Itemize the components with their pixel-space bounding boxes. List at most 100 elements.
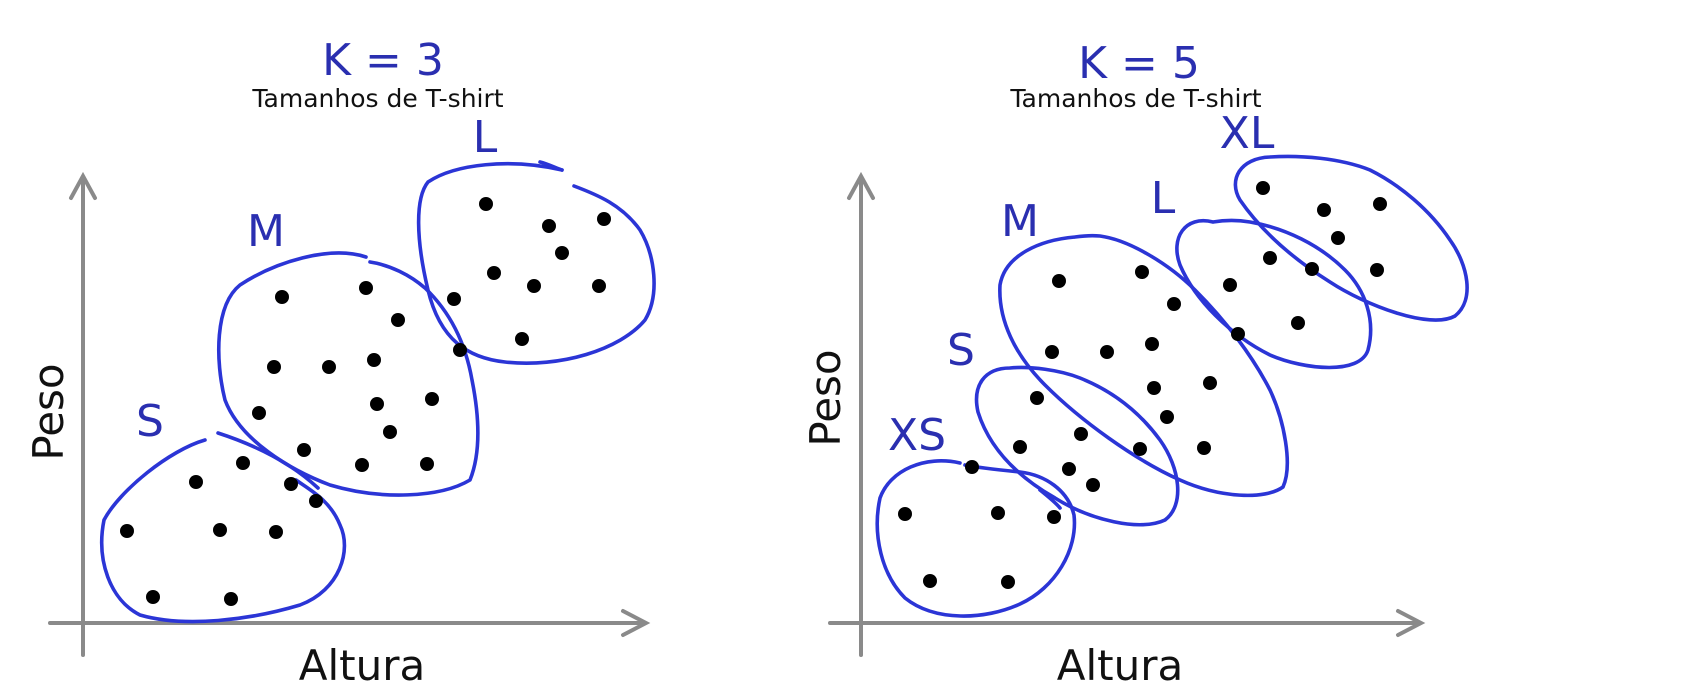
k5-point-m [1045, 345, 1059, 359]
k5-point-m [1167, 297, 1181, 311]
k3-point-m [391, 313, 405, 327]
k3-point-s [309, 494, 323, 508]
k3-point-m [370, 397, 384, 411]
k3-point-m [355, 458, 369, 472]
k5-point-m [1052, 274, 1066, 288]
k5-title: K = 5 [1078, 38, 1200, 89]
k5-cluster-outline-xl [1233, 154, 1469, 322]
k3-point-l [515, 332, 529, 346]
k5-point-xs [1047, 510, 1061, 524]
k3-title: K = 3 [322, 35, 444, 86]
k5-point-xs [923, 574, 937, 588]
k5-point-xs [1001, 575, 1015, 589]
k5-point-s [1030, 391, 1044, 405]
k5-point-xl [1370, 263, 1384, 277]
k5-point-l [1291, 316, 1305, 330]
k5-cluster-outline-s-tail [1038, 488, 1062, 510]
k3-point-l [555, 246, 569, 260]
k5-cluster-outline-s [974, 365, 1180, 527]
k5-point-l [1223, 278, 1237, 292]
k5-diagram-svg: K = 5 Tamanhos de T-shirt Altura Peso XS… [801, 38, 1469, 690]
k5-point-m [1100, 345, 1114, 359]
k3-point-m [359, 281, 373, 295]
k3-cluster-outline-m [216, 251, 480, 497]
k3-y-axis-arrow [69, 171, 97, 200]
k5-point-xs [991, 506, 1005, 520]
k5-cluster-outline-m [998, 233, 1290, 498]
k3-point-m [425, 392, 439, 406]
k3-point-s [120, 524, 134, 538]
k3-point-s [224, 592, 238, 606]
k5-point-s [1013, 440, 1027, 454]
k3-point-l [542, 219, 556, 233]
k3-cluster-label-s: S [136, 396, 164, 447]
k3-point-s [146, 590, 160, 604]
k5-cluster-outline-xs [875, 459, 1077, 618]
k3-point-m [275, 290, 289, 304]
k5-cluster-label-m: M [1001, 196, 1039, 247]
k3-point-m [252, 406, 266, 420]
k5-points [898, 181, 1387, 589]
k3-cluster-label-l: L [473, 112, 498, 163]
k5-cluster-label-xl: XL [1220, 108, 1275, 159]
k3-axes [48, 171, 651, 657]
k5-cluster-label-xs: XS [888, 410, 946, 461]
k5-point-s [1086, 478, 1100, 492]
k5-point-m [1160, 410, 1174, 424]
k3-point-s [213, 523, 227, 537]
k5-point-xl [1256, 181, 1270, 195]
k5-diagram: K = 5 Tamanhos de T-shirt Altura Peso XS… [770, 0, 1614, 694]
k5-point-s [1074, 427, 1088, 441]
k5-point-xl [1373, 197, 1387, 211]
k5-point-m [1145, 337, 1159, 351]
k3-point-s [236, 456, 250, 470]
k3-point-l [527, 279, 541, 293]
k5-point-xs [965, 460, 979, 474]
k3-point-l [487, 266, 501, 280]
k5-point-l [1263, 251, 1277, 265]
k5-point-s [1133, 442, 1147, 456]
k5-cluster-outline-l [1175, 218, 1373, 370]
k5-cluster-label-s: S [947, 325, 975, 376]
k3-cluster-label-m: M [247, 206, 285, 257]
k5-point-m [1231, 327, 1245, 341]
k3-point-s [269, 525, 283, 539]
k3-x-axis-label: Altura [299, 641, 426, 690]
k3-point-l [453, 343, 467, 357]
k5-subtitle: Tamanhos de T-shirt [1009, 84, 1261, 113]
k5-x-axis-label: Altura [1057, 641, 1184, 690]
k5-x-axis-arrow [1396, 609, 1426, 637]
k5-point-m [1203, 376, 1217, 390]
k5-point-xl [1331, 231, 1345, 245]
k3-cluster-outline-l [416, 161, 656, 365]
k3-point-m [267, 360, 281, 374]
k3-point-l [479, 197, 493, 211]
k3-point-m [367, 353, 381, 367]
k3-point-s [189, 475, 203, 489]
k5-point-s [1062, 462, 1076, 476]
k3-point-m [297, 443, 311, 457]
k5-point-m [1135, 265, 1149, 279]
k3-point-l [447, 292, 461, 306]
k3-diagram-svg: K = 3 Tamanhos de T-shirt Altura Peso S … [24, 35, 656, 690]
k3-point-s [284, 477, 298, 491]
k5-point-xl [1317, 203, 1331, 217]
k3-cluster-outline-s [99, 438, 347, 624]
k5-axes [828, 171, 1426, 657]
k3-point-m [420, 457, 434, 471]
k5-y-axis-label: Peso [801, 349, 850, 446]
k3-subtitle: Tamanhos de T-shirt [251, 84, 503, 113]
k5-point-l [1305, 262, 1319, 276]
k5-point-xs [898, 507, 912, 521]
k3-cluster-outline-s-top [216, 431, 320, 490]
k5-point-m [1197, 441, 1211, 455]
k3-point-m [322, 360, 336, 374]
k3-point-l [597, 212, 611, 226]
k3-points [120, 197, 611, 606]
k3-point-l [592, 279, 606, 293]
k3-point-m [383, 425, 397, 439]
k3-diagram: K = 3 Tamanhos de T-shirt Altura Peso S … [0, 0, 844, 694]
k3-y-axis-label: Peso [24, 363, 73, 460]
k3-x-axis-arrow [621, 609, 651, 637]
k5-point-m [1147, 381, 1161, 395]
